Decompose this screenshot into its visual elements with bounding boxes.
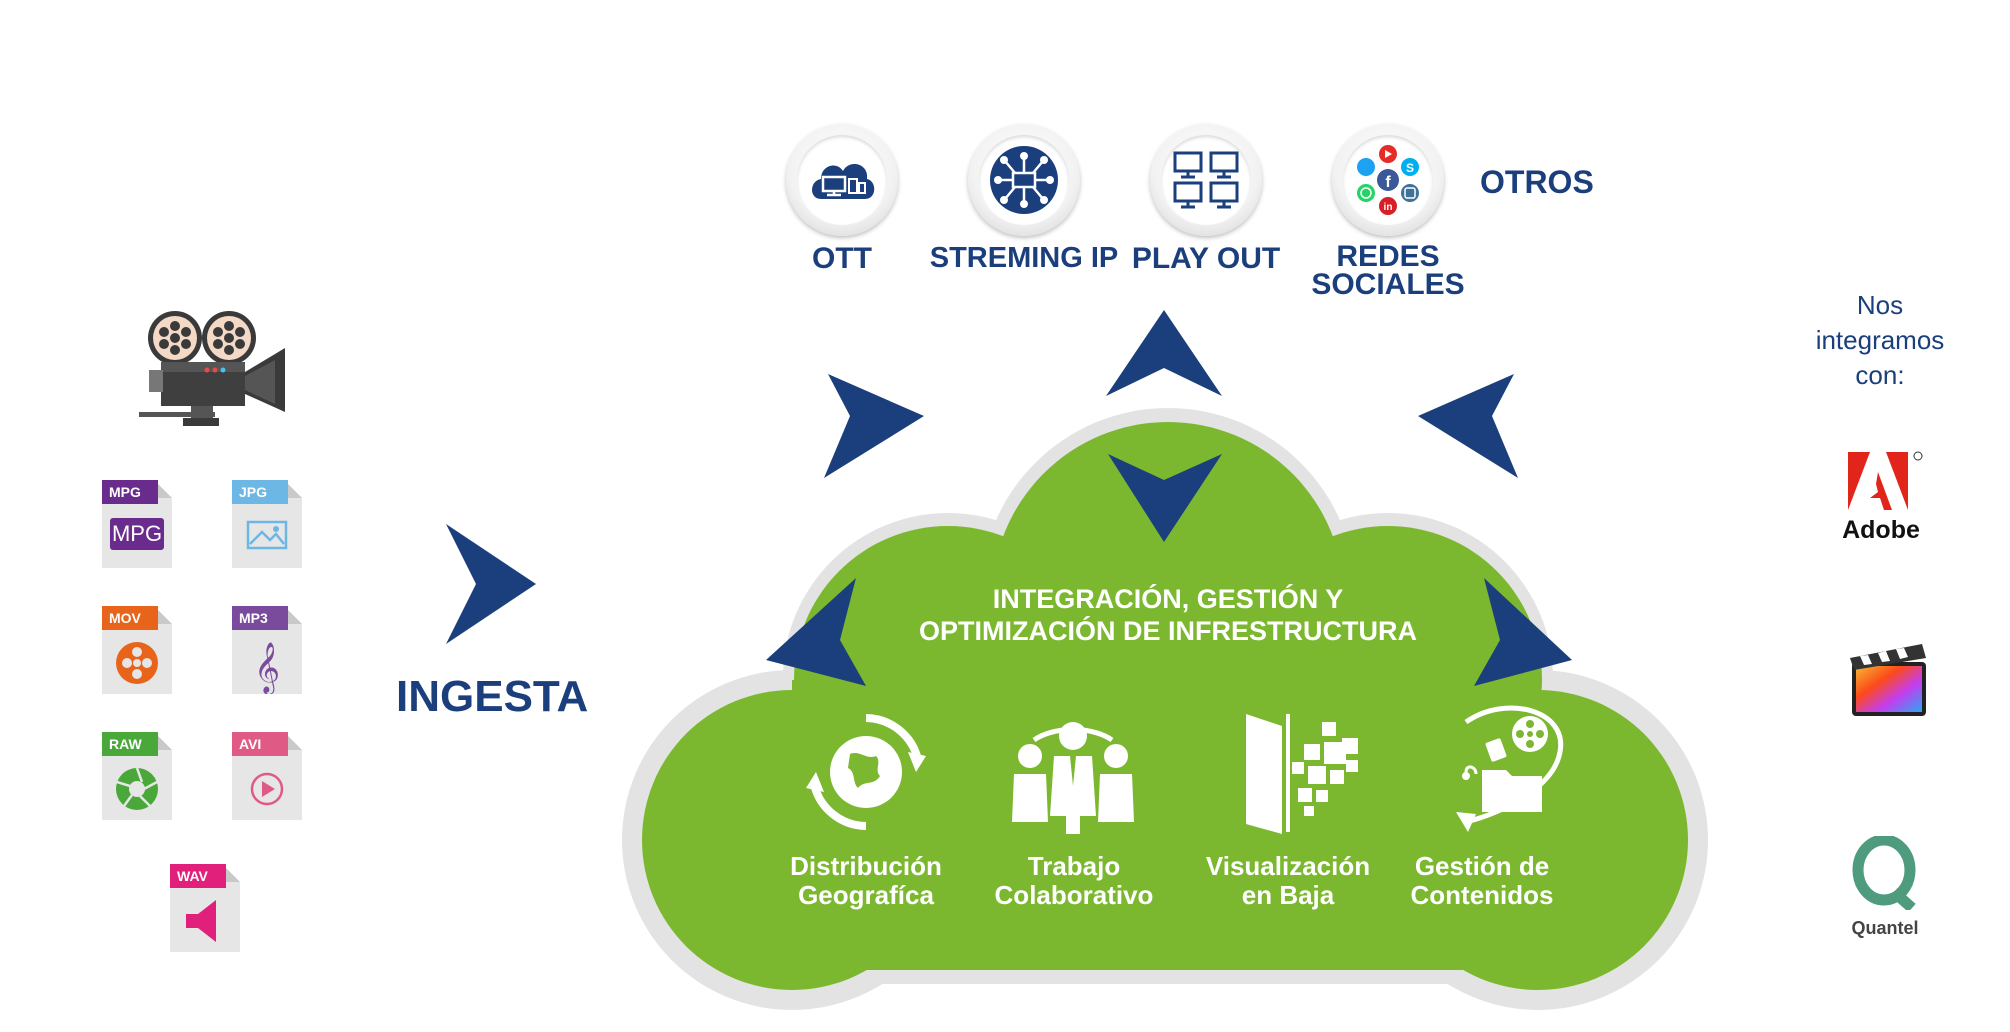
streaming-circle <box>968 124 1080 236</box>
svg-text:in: in <box>1384 202 1393 213</box>
social-circle: f S in <box>1332 124 1444 236</box>
cloud-title-line2: OPTIMIZACIÓN DE INFRESTRUCTURA <box>919 616 1417 646</box>
raw-file-icon: RAW <box>102 732 172 820</box>
partners-heading-line1: Nos <box>1856 290 1904 320</box>
mov-file-icon: MOV <box>102 606 172 694</box>
ott-circle <box>786 124 898 236</box>
film-camera-icon <box>139 311 285 426</box>
svg-text:𝄞: 𝄞 <box>254 642 280 694</box>
file-tag: WAV <box>170 864 226 888</box>
mp3-file-icon: 𝄞 MP3 <box>232 606 302 694</box>
feature-label-line1: Visualización <box>1205 851 1371 881</box>
monitors-icon <box>1173 151 1239 209</box>
feature-label-line1: Gestión de <box>1414 851 1550 881</box>
adobe-wordmark: Adobe <box>1842 516 1920 544</box>
jpg-file-icon: JPG <box>232 480 302 568</box>
playout-label: PLAY OUT <box>1131 242 1281 275</box>
playout-circle <box>1150 124 1262 236</box>
partners-heading-line2: integramos <box>1815 325 1945 355</box>
wav-file-icon: WAV <box>170 864 240 952</box>
svg-text:S: S <box>1406 161 1414 175</box>
network-hub-icon <box>990 146 1058 214</box>
pixel-door-icon <box>1246 714 1358 834</box>
ott-label: OTT <box>812 242 872 275</box>
ingest-arrow-icon <box>446 524 536 644</box>
social-label-line2: SOCIALES <box>1311 268 1465 301</box>
final-cut-logo <box>1850 644 1926 716</box>
cloud-title-line1: INTEGRACIÓN, GESTIÓN Y <box>992 584 1344 614</box>
file-tag: MOV <box>102 606 158 630</box>
quantel-wordmark: Quantel <box>1851 918 1919 938</box>
otros-label: OTROS <box>1480 164 1594 200</box>
feature-label-line2: Colaborativo <box>994 880 1154 910</box>
content-folder-icon <box>1456 705 1564 832</box>
file-tag: MPG <box>102 480 158 504</box>
team-icon <box>1012 722 1134 834</box>
feature-label-line2: Contenidos <box>1410 880 1554 910</box>
social-label-line1: REDES <box>1336 240 1440 273</box>
feature-label-line2: en Baja <box>1241 880 1335 910</box>
adobe-logo <box>1848 451 1923 510</box>
file-tag: RAW <box>102 732 158 756</box>
file-tag: AVI <box>232 732 288 756</box>
social-networks-icon: f S in <box>1357 145 1419 215</box>
partners-heading-line3: con: <box>1855 360 1905 390</box>
file-tag: JPG <box>232 480 288 504</box>
mpg-file-icon: MPG MPG <box>102 480 172 568</box>
feature-label-line1: Distribución <box>790 851 942 881</box>
globe-sync-icon <box>806 714 926 830</box>
svg-text:f: f <box>1385 174 1391 191</box>
feature-label-line2: Geografíca <box>798 880 934 910</box>
file-tag: MP3 <box>232 606 288 630</box>
streaming-label: STREMING IP <box>929 242 1119 274</box>
ingest-label: INGESTA <box>396 672 589 721</box>
cloud-devices-icon <box>812 164 875 199</box>
feature-label-line1: Trabajo <box>1027 851 1121 881</box>
mpg-body-label: MPG <box>111 521 163 546</box>
avi-file-icon: AVI <box>232 732 302 820</box>
quantel-logo <box>1852 836 1916 910</box>
